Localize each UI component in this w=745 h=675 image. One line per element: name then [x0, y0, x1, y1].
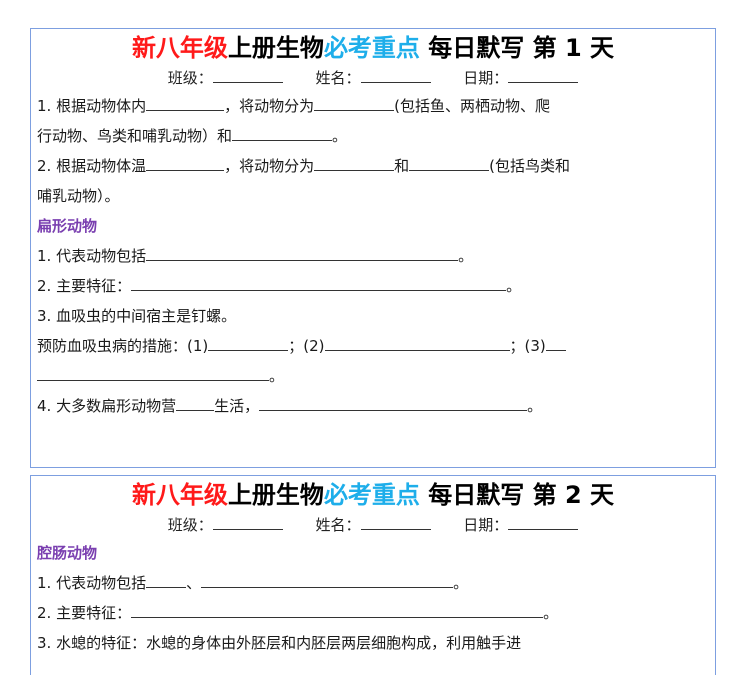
date-blank[interactable]	[508, 68, 579, 83]
title-black-part: 上册生物	[227, 481, 324, 509]
text: 1. 根据动物体内	[37, 97, 147, 115]
fill-blank[interactable]	[176, 396, 215, 411]
name-blank[interactable]	[360, 515, 431, 530]
text: 。	[269, 367, 285, 385]
item-2: 2. 主要特征： 。	[37, 271, 709, 301]
fill-blank[interactable]	[146, 96, 225, 111]
text: 哺乳动物）。	[37, 187, 120, 205]
fill-blank[interactable]	[259, 396, 528, 411]
title-black-part: 上册生物	[227, 34, 324, 62]
title-blue-part: 必考重点	[323, 34, 420, 62]
item-3: 3. 水螅的特征：水螅的身体由外胚层和内胚层两层细胞构成，利用触手进	[37, 628, 709, 658]
item-1: 1. 代表动物包括 、 。	[37, 568, 709, 598]
text: 1. 代表动物包括	[37, 247, 147, 265]
fill-blank[interactable]	[409, 156, 490, 171]
class-label: 班级：	[167, 516, 213, 534]
text: 2. 根据动物体温	[37, 157, 147, 175]
class-blank[interactable]	[212, 68, 283, 83]
text: (包括鸟类和	[489, 157, 570, 175]
date-label: 日期：	[463, 69, 509, 87]
text: ；(2)	[288, 337, 325, 355]
date-blank[interactable]	[508, 515, 579, 530]
section-heading-flatworms: 扁形动物	[37, 217, 98, 235]
text: 。	[332, 127, 348, 145]
text: 。	[453, 574, 469, 592]
fill-blank[interactable]	[208, 336, 289, 351]
text: 2. 主要特征：	[37, 277, 132, 295]
title-day-part: 每日默写 第 1 天	[419, 34, 615, 62]
item-1: 1. 代表动物包括 。	[37, 241, 709, 271]
date-label: 日期：	[463, 516, 509, 534]
intro-line-1: 1. 根据动物体内 ，将动物分为 (包括鱼、两栖动物、爬	[37, 91, 709, 121]
fill-blank[interactable]	[232, 126, 333, 141]
class-blank[interactable]	[212, 515, 283, 530]
text: ，将动物分为	[224, 97, 315, 115]
text: 。	[543, 604, 559, 622]
text: 、	[186, 574, 202, 592]
text: 3. 水螅的特征：水螅的身体由外胚层和内胚层两层细胞构成，利用触手进	[37, 634, 522, 652]
section-heading-coelenterates: 腔肠动物	[37, 544, 98, 562]
title-red-part: 新八年级	[131, 481, 228, 509]
item-prevention-cont: 。	[37, 361, 709, 391]
text: (包括鱼、两栖动物、爬	[394, 97, 550, 115]
worksheet-day-2: 新八年级上册生物必考重点 每日默写 第 2 天 班级： 姓名： 日期： 腔肠动物…	[30, 475, 716, 675]
fill-blank[interactable]	[146, 246, 459, 261]
text: 。	[506, 277, 522, 295]
intro-line-4: 哺乳动物）。	[37, 181, 709, 211]
text: 4. 大多数扁形动物营	[37, 397, 177, 415]
fill-blank[interactable]	[545, 336, 566, 351]
fill-blank[interactable]	[314, 96, 395, 111]
text: 生活，	[214, 397, 260, 415]
worksheet-day-1: 新八年级上册生物必考重点 每日默写 第 1 天 班级： 姓名： 日期： 1. 根…	[30, 28, 716, 468]
fill-blank[interactable]	[37, 366, 269, 381]
name-blank[interactable]	[360, 68, 431, 83]
title-blue-part: 必考重点	[323, 481, 420, 509]
fill-blank[interactable]	[131, 276, 507, 291]
text: 和	[394, 157, 410, 175]
text: 2. 主要特征：	[37, 604, 132, 622]
student-info-row: 班级： 姓名： 日期：	[37, 65, 709, 91]
title-red-part: 新八年级	[131, 34, 228, 62]
text: 。	[458, 247, 474, 265]
text: ，将动物分为	[224, 157, 315, 175]
text: 行动物、鸟类和哺乳动物）和	[37, 127, 233, 145]
student-info-row: 班级： 姓名： 日期：	[37, 512, 709, 538]
intro-line-2: 行动物、鸟类和哺乳动物）和 。	[37, 121, 709, 151]
fill-blank[interactable]	[324, 336, 510, 351]
text: 1. 代表动物包括	[37, 574, 147, 592]
intro-line-3: 2. 根据动物体温 ，将动物分为 和 (包括鸟类和	[37, 151, 709, 181]
item-prevention: 预防血吸虫病的措施：(1) ；(2) ；(3)	[37, 331, 709, 361]
text: 。	[527, 397, 543, 415]
worksheet-title: 新八年级上册生物必考重点 每日默写 第 1 天	[37, 31, 709, 65]
fill-blank[interactable]	[146, 573, 187, 588]
text: 预防血吸虫病的措施：(1)	[37, 337, 209, 355]
fill-blank[interactable]	[314, 156, 395, 171]
text: 3. 血吸虫的中间宿主是钉螺。	[37, 307, 237, 325]
item-2: 2. 主要特征： 。	[37, 598, 709, 628]
name-label: 姓名：	[315, 69, 361, 87]
name-label: 姓名：	[315, 516, 361, 534]
fill-blank[interactable]	[146, 156, 225, 171]
item-3: 3. 血吸虫的中间宿主是钉螺。	[37, 301, 709, 331]
item-4: 4. 大多数扁形动物营 生活， 。	[37, 391, 709, 421]
class-label: 班级：	[167, 69, 213, 87]
fill-blank[interactable]	[201, 573, 454, 588]
title-day-part: 每日默写 第 2 天	[419, 481, 615, 509]
fill-blank[interactable]	[131, 603, 544, 618]
worksheet-title: 新八年级上册生物必考重点 每日默写 第 2 天	[37, 478, 709, 512]
text: ；(3)	[509, 337, 546, 355]
